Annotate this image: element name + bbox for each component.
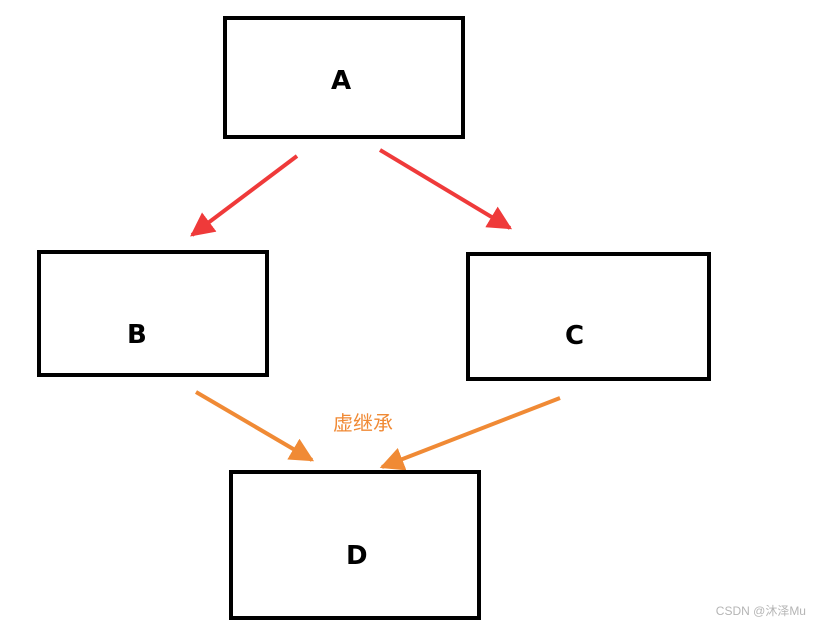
node-b: B (37, 250, 269, 377)
node-d: D (229, 470, 481, 620)
arrow-b-to-d (194, 390, 315, 462)
arrow-c-to-d (379, 396, 561, 471)
node-d-label: D (346, 541, 368, 571)
node-c-label: C (565, 321, 585, 351)
node-b-label: B (127, 320, 147, 350)
arrow-a-to-b (190, 154, 299, 237)
edge-label: 虚继承 (333, 411, 393, 435)
node-a-label: A (331, 66, 352, 96)
watermark: CSDN @沐泽Mu (715, 604, 806, 618)
node-c: C (466, 252, 711, 381)
node-a: A (223, 16, 465, 139)
arrow-a-to-c (378, 148, 513, 230)
